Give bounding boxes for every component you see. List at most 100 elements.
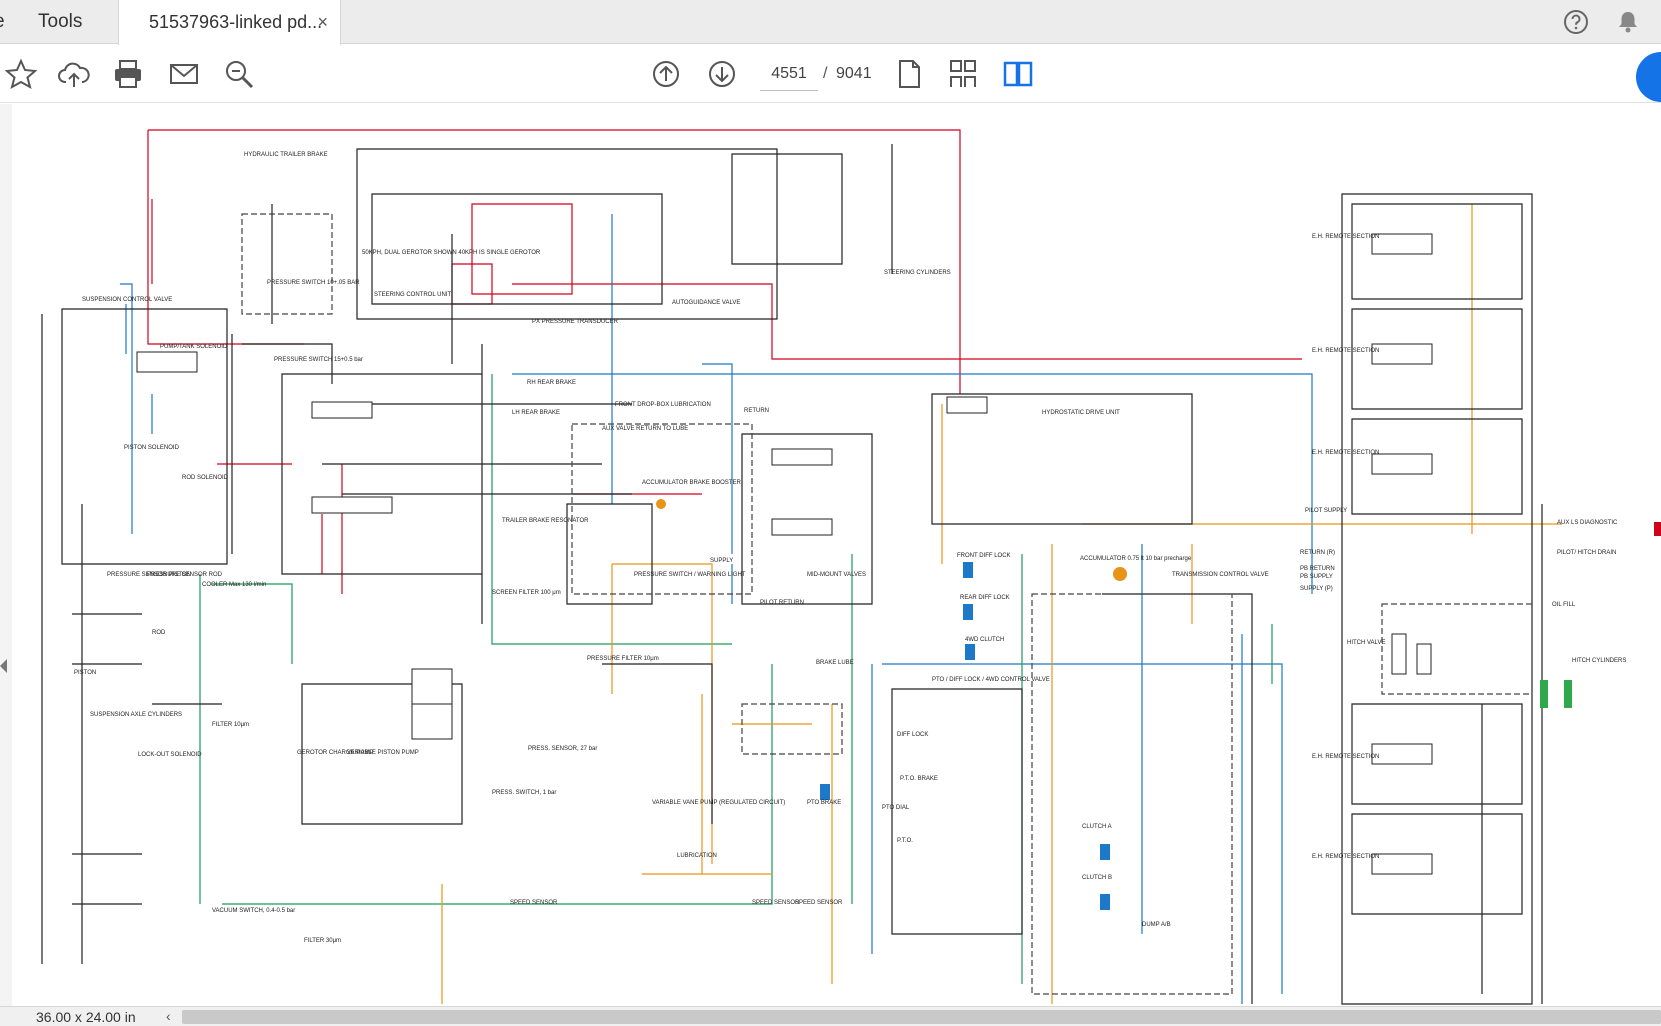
toolbar: 4551 / 9041 <box>0 45 1661 103</box>
tab-document-label: 51537963-linked pd... <box>149 12 323 32</box>
next-page-icon[interactable] <box>705 57 739 91</box>
label-pressure-switch-15: PRESSURE SWITCH 15+0.5 bar <box>274 357 363 363</box>
label-lh-rear-brake: LH REAR BRAKE <box>512 410 560 416</box>
label-autoguidance-valve: AUTOGUIDANCE VALVE <box>672 300 740 306</box>
document-viewport[interactable]: HYDRAULIC TRAILER BRAKE PRESSURE SWITCH … <box>0 104 1661 1006</box>
label-aux-valve-return: AUX VALVE RETURN TO LUBE <box>602 426 688 432</box>
two-page-view-icon[interactable] <box>1001 57 1035 91</box>
previous-page-icon[interactable] <box>649 57 683 91</box>
label-hydrostatic-drive-unit: HYDROSTATIC DRIVE UNIT <box>1042 410 1120 416</box>
single-page-view-icon[interactable] <box>892 57 926 91</box>
horizontal-scrollbar[interactable] <box>182 1010 1661 1024</box>
label-supply: SUPPLY <box>710 558 733 564</box>
label-hitch-cylinders: HITCH CYLINDERS <box>1572 658 1626 664</box>
label-rod: ROD <box>152 630 166 636</box>
hydraulic-schematic: HYDRAULIC TRAILER BRAKE PRESSURE SWITCH … <box>41 129 1626 1005</box>
label-accumulator-brake-booster: ACCUMULATOR BRAKE BOOSTER <box>642 480 741 486</box>
label-front-drop-box: FRONT DROP-BOX LUBRICATION <box>615 402 711 408</box>
label-return: RETURN <box>744 408 769 414</box>
label-hitch-valve: HITCH VALVE <box>1347 640 1385 646</box>
page-separator: / <box>823 65 828 82</box>
label-pressure-sensor-rod: PRESSURE SENSOR ROD <box>147 572 223 578</box>
label-transmission-control-valve: TRANSMISSION CONTROL VALVE <box>1172 572 1269 578</box>
scroll-left-icon[interactable]: ‹ <box>166 1008 171 1024</box>
label-mid-mount-valves: MID-MOUNT VALVES <box>807 572 866 578</box>
label-pto-brake: PTO BRAKE <box>807 800 841 806</box>
label-eh-remote-section-5: E.H. REMOTE SECTION <box>1312 854 1379 860</box>
label-variable-piston-pump: VARIABLE PISTON PUMP <box>347 750 419 756</box>
label-suspension-axle-cylinders: SUSPENSION AXLE CYLINDERS <box>90 712 182 718</box>
label-filter-10: FILTER 10μm <box>212 722 249 728</box>
label-front-diff-lock: FRONT DIFF LOCK <box>957 553 1011 559</box>
label-supply-p: SUPPLY (P) <box>1300 586 1333 592</box>
tab-tools[interactable]: Tools <box>30 0 116 44</box>
label-pilot-return: PILOT RETURN <box>760 600 804 606</box>
label-filter-30: FILTER 30μm <box>304 938 341 944</box>
label-steering-cylinders: STEERING CYLINDERS <box>884 270 951 276</box>
label-clutch-b: CLUTCH B <box>1082 875 1112 881</box>
label-lock-out-solenoid: LOCK-OUT SOLENOID <box>138 752 202 758</box>
close-tab-icon[interactable]: × <box>317 12 328 32</box>
total-pages: 9041 <box>836 65 872 82</box>
label-lubrication: LUBRICATION <box>677 853 717 859</box>
label-eh-remote-section-1: E.H. REMOTE SECTION <box>1312 234 1379 240</box>
label-accumulator: ACCUMULATOR 0.75 lt 10 bar precharge <box>1080 556 1192 562</box>
label-screen-filter: SCREEN FILTER 100 μm <box>492 590 561 596</box>
label-4wd-clutch: 4WD CLUTCH <box>965 637 1004 643</box>
label-cooler: COOLER Max 130 l/min <box>202 582 266 588</box>
search-zoom-icon[interactable] <box>222 57 256 91</box>
page-size-readout: 36.00 x 24.00 in <box>36 1009 136 1025</box>
label-pilot-supply: PILOT SUPPLY <box>1305 508 1347 514</box>
page-number-input[interactable]: 4551 <box>760 57 818 91</box>
label-aux-ls-diagnostic: AUX LS DIAGNOSTIC <box>1557 520 1618 526</box>
label-pto-diff-lock: PTO / DIFF LOCK / 4WD CONTROL VALVE <box>932 677 1050 683</box>
print-icon[interactable] <box>111 57 145 91</box>
bookmark-star-icon[interactable] <box>4 57 38 91</box>
label-oil-fill: OIL FILL <box>1552 602 1576 608</box>
label-speed-sensor-1: SPEED SENSOR <box>510 900 558 906</box>
label-eh-remote-section-4: E.H. REMOTE SECTION <box>1312 754 1379 760</box>
label-clutch-a: CLUTCH A <box>1082 824 1112 830</box>
label-eh-remote-section-3: E.H. REMOTE SECTION <box>1312 450 1379 456</box>
label-steering-control-unit: STEERING CONTROL UNIT <box>374 292 451 298</box>
label-rear-diff-lock: REAR DIFF LOCK <box>960 595 1010 601</box>
tab-home-label: e <box>0 11 5 33</box>
cloud-upload-icon[interactable] <box>57 57 91 91</box>
scrolling-view-icon[interactable] <box>946 57 980 91</box>
label-rod-solenoid: ROD SOLENOID <box>182 475 229 481</box>
label-pb-supply: PB SUPPLY <box>1300 574 1333 580</box>
help-icon[interactable] <box>1562 8 1590 36</box>
label-return-r: RETURN (R) <box>1300 550 1335 556</box>
label-diff-lock: DIFF LOCK <box>897 732 928 738</box>
tab-home-partial[interactable]: e <box>0 0 10 44</box>
label-gerotor-note: 50KPH, DUAL GEROTOR SHOWN 40KPH IS SINGL… <box>362 250 541 256</box>
label-pto: P.T.O. <box>897 838 913 844</box>
label-press-switch-1: PRESS. SWITCH, 1 bar <box>492 790 556 796</box>
status-bar: 36.00 x 24.00 in ‹ <box>0 1006 1661 1026</box>
label-hydraulic-trailer-brake: HYDRAULIC TRAILER BRAKE <box>244 152 328 158</box>
label-piston-solenoid: PISTON SOLENOID <box>124 445 180 451</box>
label-pto-dial: PTO DIAL <box>882 805 910 811</box>
label-eh-remote-section-2: E.H. REMOTE SECTION <box>1312 348 1379 354</box>
label-variable-vane-pump: VARIABLE VANE PUMP (REGULATED CIRCUIT) <box>652 800 785 806</box>
label-trailer-brake-resonator: TRAILER BRAKE RESONATOR <box>502 518 589 524</box>
label-brake-lube: BRAKE LUBE <box>816 660 854 666</box>
label-pto-brake-short: P.T.O. BRAKE <box>900 776 938 782</box>
label-suspension-control-valve: SUSPENSION CONTROL VALVE <box>82 297 172 303</box>
label-vacuum-switch: VACUUM SWITCH, 0.4-0.5 bar <box>212 908 295 914</box>
label-speed-sensor-3: SPEED SENSOR <box>795 900 843 906</box>
label-press-sensor-27: PRESS. SENSOR, 27 bar <box>528 746 597 752</box>
tab-document[interactable]: 51537963-linked pd... × <box>118 0 341 45</box>
tab-bar: e Tools 51537963-linked pd... × <box>0 0 1661 45</box>
left-panel-toggle-icon[interactable] <box>0 659 7 673</box>
label-speed-sensor-2: SPEED SENSOR <box>752 900 800 906</box>
label-dump-a-b: DUMP A/B <box>1142 922 1171 928</box>
label-pilot-hitch-drain: PILOT/ HITCH DRAIN <box>1557 550 1616 556</box>
notification-bell-icon[interactable] <box>1614 8 1642 36</box>
label-px-pressure-transducer: PX PRESSURE TRANSDUCER <box>532 319 619 325</box>
right-panel-marker[interactable] <box>1654 522 1661 536</box>
tab-tools-label: Tools <box>38 11 83 32</box>
label-pb-return: PB RETURN <box>1300 566 1335 572</box>
label-pressure-switch-warning: PRESSURE SWITCH / WARNING LIGHT <box>634 572 746 578</box>
email-icon[interactable] <box>167 57 201 91</box>
